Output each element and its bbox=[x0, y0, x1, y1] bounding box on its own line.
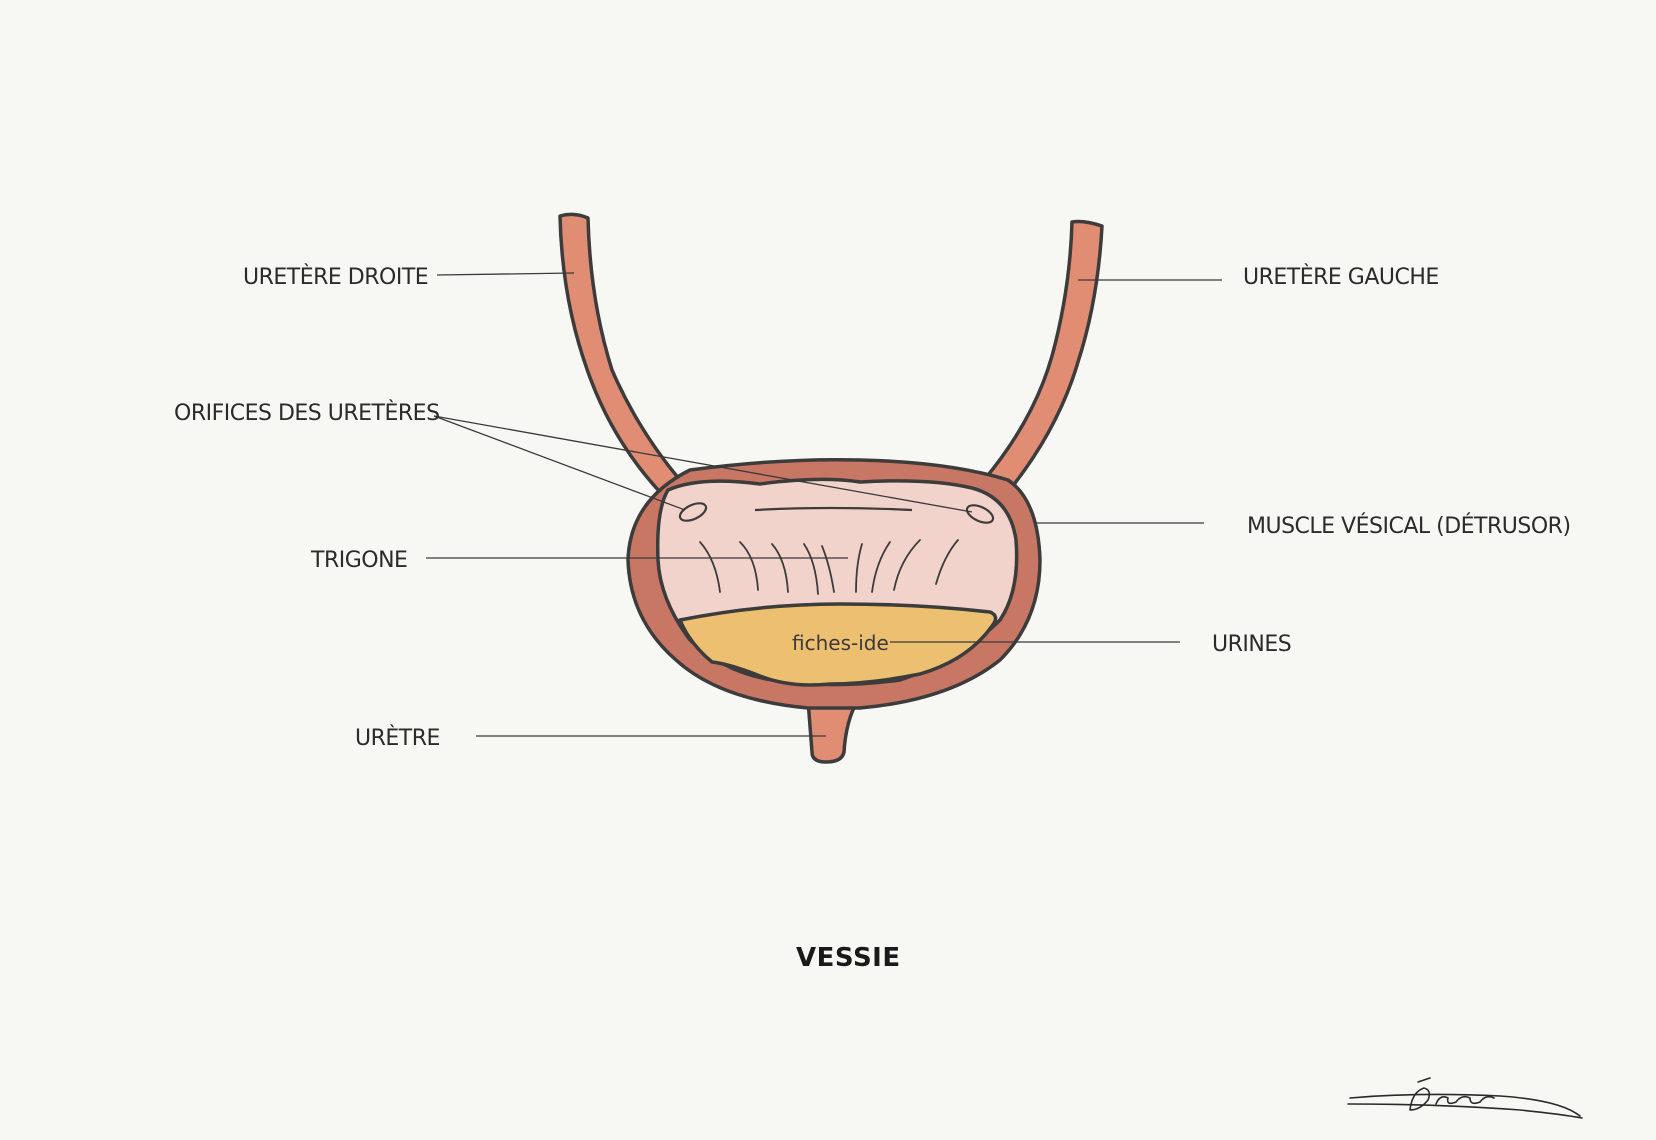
leader-orifices-2 bbox=[433, 415, 973, 513]
urethra-tube bbox=[806, 698, 860, 764]
leader-orifices-1 bbox=[433, 415, 686, 511]
label-uretre: URÈTRE bbox=[355, 725, 440, 751]
right-ureter-tube bbox=[558, 212, 682, 494]
diagram-title: VESSIE bbox=[796, 943, 901, 973]
label-muscle: MUSCLE VÉSICAL (DÉTRUSOR) bbox=[1247, 513, 1571, 539]
right-ureteral-orifice bbox=[678, 502, 708, 522]
artist-signature bbox=[1347, 1077, 1583, 1119]
label-urines: URINES bbox=[1212, 632, 1291, 657]
urine-fill bbox=[678, 602, 998, 687]
label-orifices: ORIFICES DES URETÈRES bbox=[174, 400, 440, 426]
left-ureter-tube bbox=[982, 219, 1104, 494]
label-uretere-droite: URETÈRE DROITE bbox=[243, 264, 428, 290]
trigone-folds bbox=[699, 539, 959, 595]
leader-uretere-droite bbox=[436, 272, 575, 276]
label-trigone: TRIGONE bbox=[310, 548, 407, 573]
label-uretere-gauche: URETÈRE GAUCHE bbox=[1243, 264, 1439, 290]
interureteric-ridge bbox=[754, 506, 913, 512]
watermark-text: fiches-ide bbox=[792, 631, 889, 655]
left-ureteral-orifice bbox=[965, 504, 995, 524]
